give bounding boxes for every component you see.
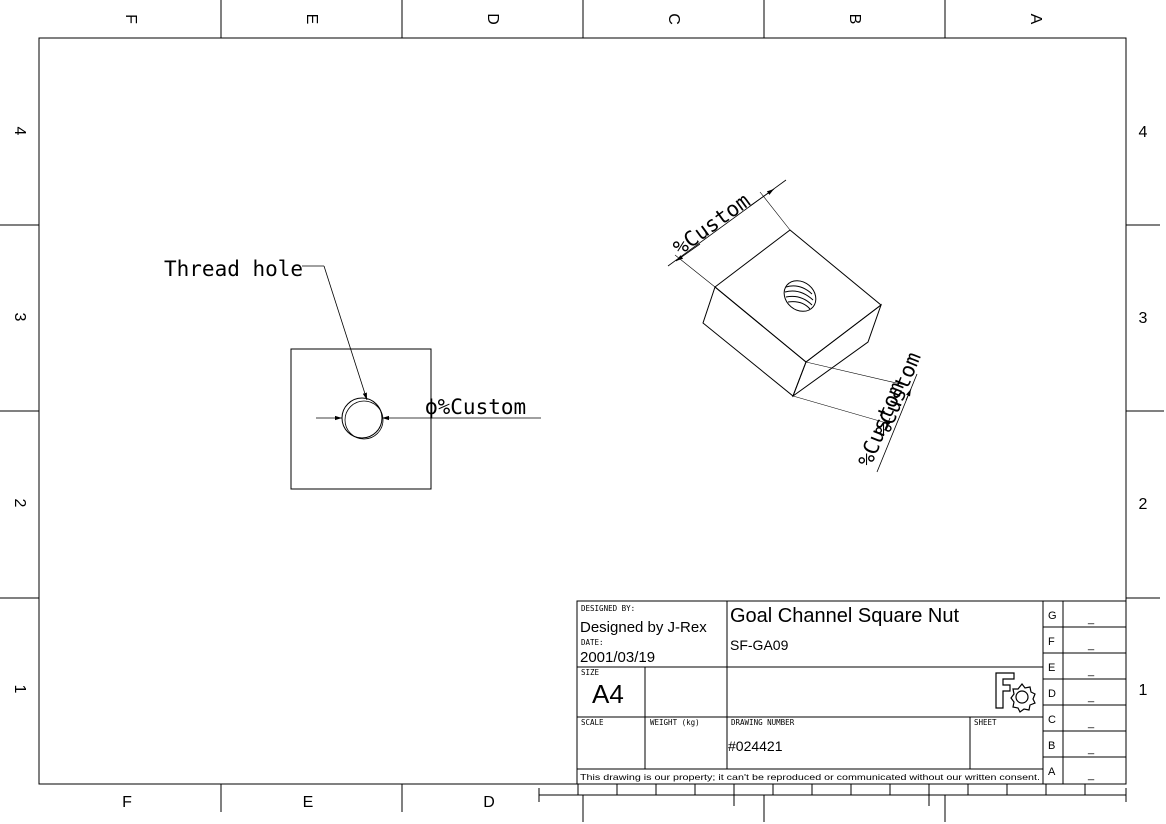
drawing-number-value: #024421	[728, 738, 783, 754]
zone-letters-top: F E D C B A	[122, 13, 1044, 25]
iso-right-face	[791, 303, 883, 398]
rev-value-d: _	[1087, 691, 1095, 703]
zone-label-right-1: 1	[1139, 682, 1148, 699]
rev-letter-d: D	[1048, 688, 1056, 700]
rev-value-a: _	[1087, 769, 1095, 781]
rev-value-b: _	[1087, 743, 1095, 755]
zone-label-bottom-f: F	[122, 794, 132, 811]
zone-label-left-4: 4	[11, 127, 28, 136]
zone-letters-bottom: F E D	[122, 794, 495, 811]
iso-left-face	[702, 286, 807, 397]
size-label: SIZE	[581, 668, 600, 677]
title-block-values: Designed by J-Rex 2001/03/19 A4 Goal Cha…	[580, 605, 1040, 782]
iso-thread-hole	[783, 280, 817, 312]
rev-letter-e: E	[1048, 662, 1055, 674]
diameter-dimension-text: ϕ%Custom	[425, 395, 526, 419]
rev-value-c: _	[1087, 717, 1095, 729]
zone-label-left-2: 2	[11, 499, 28, 508]
title-block	[576, 600, 1127, 785]
rev-letter-b: B	[1048, 740, 1055, 752]
part-number-value: SF-GA09	[730, 637, 789, 653]
rev-value-e: _	[1087, 665, 1095, 677]
rev-letter-a: A	[1048, 766, 1056, 778]
zone-label-top-d: D	[484, 13, 501, 25]
zone-label-top-b: B	[846, 14, 863, 25]
scale-label: SCALE	[581, 718, 604, 727]
isometric-view	[667, 179, 918, 473]
thread-hole-label: Thread hole	[164, 257, 303, 281]
drawing-number-label: DRAWING NUMBER	[731, 718, 795, 727]
zone-label-top-c: C	[665, 13, 682, 25]
zone-label-right-3: 3	[1139, 310, 1148, 327]
zone-numbers-left: 4 3 2 1	[11, 127, 28, 694]
iso-dimension-top: %Custom	[669, 189, 755, 260]
designed-by-value: Designed by J-Rex	[580, 619, 707, 636]
size-value: A4	[592, 679, 624, 709]
zone-label-left-1: 1	[11, 685, 28, 694]
zone-label-bottom-e: E	[303, 794, 314, 811]
iso-dimension-right-2: %Custom	[853, 379, 908, 470]
iso-top-face	[714, 229, 882, 363]
zone-label-top-f: F	[122, 14, 139, 24]
date-value: 2001/03/19	[580, 649, 655, 666]
date-label: DATE:	[581, 638, 604, 647]
sheet-label: SHEET	[974, 718, 997, 727]
designed-by-label: DESIGNED BY:	[581, 604, 635, 613]
zone-label-top-e: E	[303, 14, 320, 25]
rev-value-g: _	[1087, 613, 1095, 625]
rev-value-f: _	[1087, 639, 1095, 651]
rev-letter-f: F	[1048, 636, 1055, 648]
zone-label-right-2: 2	[1139, 496, 1148, 513]
zone-label-bottom-d: D	[483, 794, 495, 811]
title-value: Goal Channel Square Nut	[730, 605, 959, 627]
nut-outline	[290, 348, 432, 490]
weight-label: WEIGHT (kg)	[650, 718, 700, 727]
title-block-labels: DESIGNED BY: DATE: SIZE SCALE WEIGHT (kg…	[581, 604, 997, 727]
zone-numbers-right: 4 3 2 1	[1139, 124, 1148, 699]
zone-label-top-a: A	[1027, 14, 1044, 25]
revision-table: G F E D C B A _ _ _ _ _ _ _	[1048, 610, 1095, 781]
thread-hole	[341, 397, 383, 439]
disclaimer-text: This drawing is our property; it can't b…	[580, 773, 1040, 782]
zone-label-left-3: 3	[11, 313, 28, 322]
rev-letter-c: C	[1048, 714, 1056, 726]
freecad-gear-logo-icon	[995, 672, 1036, 713]
zone-label-right-4: 4	[1139, 124, 1148, 141]
front-view	[290, 265, 541, 490]
rev-letter-g: G	[1048, 610, 1057, 622]
